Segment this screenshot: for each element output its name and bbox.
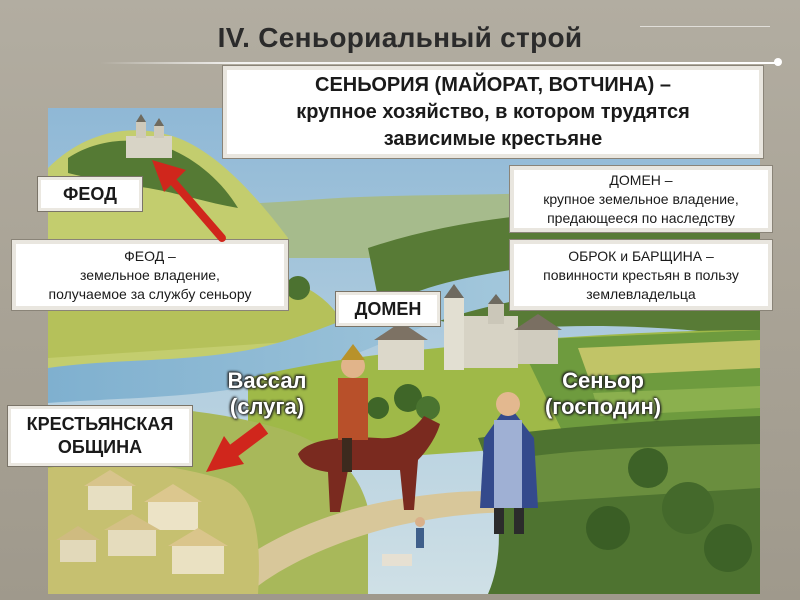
vassal-label-line1: Вассал [227,368,307,393]
senior-label-line1: Сеньор [562,368,644,393]
seniory-desc-line1: крупное хозяйство, в котором трудятся [296,100,690,123]
slide-title: IV. Сеньориальный строй [217,22,583,53]
obrok-definition-callout: ОБРОК и БАРЩИНА – повинности крестьян в … [510,240,772,310]
seniory-term: СЕНЬОРИЯ (МАЙОРАТ, ВОТЧИНА) – [315,73,671,96]
obrok-desc-line2: землевладельца [586,285,696,302]
vassal-map-label: Вассал (слуга) [212,368,322,420]
field-strip-1 [578,340,760,376]
feod-label-text: ФЕОД [63,183,117,204]
seniory-definition-callout: СЕНЬОРИЯ (МАЙОРАТ, ВОТЧИНА) – крупное хо… [223,66,763,158]
obrok-term: ОБРОК и БАРЩИНА – [568,247,714,264]
title-rule-short [640,26,770,27]
domain-castle [374,284,562,370]
obrok-desc-line1: повинности крестьян в пользу [543,266,739,283]
field-strip-2 [593,386,760,416]
trees-midground [238,258,752,572]
domen-term: ДОМЕН – [609,171,673,188]
domen-desc-line2: предающееся по наследству [547,209,735,226]
peasant-community-label: КРЕСТЬЯНСКАЯ ОБЩИНА [8,406,192,466]
feod-desc-line2: получаемое за службу сеньору [48,285,252,302]
feod-definition-callout: ФЕОД – земельное владение, получаемое за… [12,240,288,310]
domen-definition-callout: ДОМЕН – крупное земельное владение, пред… [510,166,772,232]
vassal-on-horse [298,344,440,512]
plowman [382,517,425,566]
senior-map-label: Сеньор (господин) [528,368,678,420]
peasant-community-line1: КРЕСТЬЯНСКАЯ [26,414,174,434]
domen-label-text: ДОМЕН [354,298,422,319]
seniory-desc-line2: зависимые крестьяне [383,127,603,150]
vassal-label-line2: (слуга) [229,394,305,419]
hilltop-castle [126,114,172,158]
feod-label: ФЕОД [38,177,142,211]
feod-term: ФЕОД – [124,247,176,264]
village-houses [56,470,228,574]
domen-desc-line1: крупное земельное владение, [543,190,739,207]
senior-label-line2: (господин) [544,394,662,419]
senior-figure [480,392,538,534]
title-rule [100,62,780,64]
feod-desc-line1: земельное владение, [80,266,220,283]
domen-label: ДОМЕН [336,292,440,326]
title-rule-dot [774,58,782,66]
peasant-community-line2: ОБЩИНА [57,437,143,457]
